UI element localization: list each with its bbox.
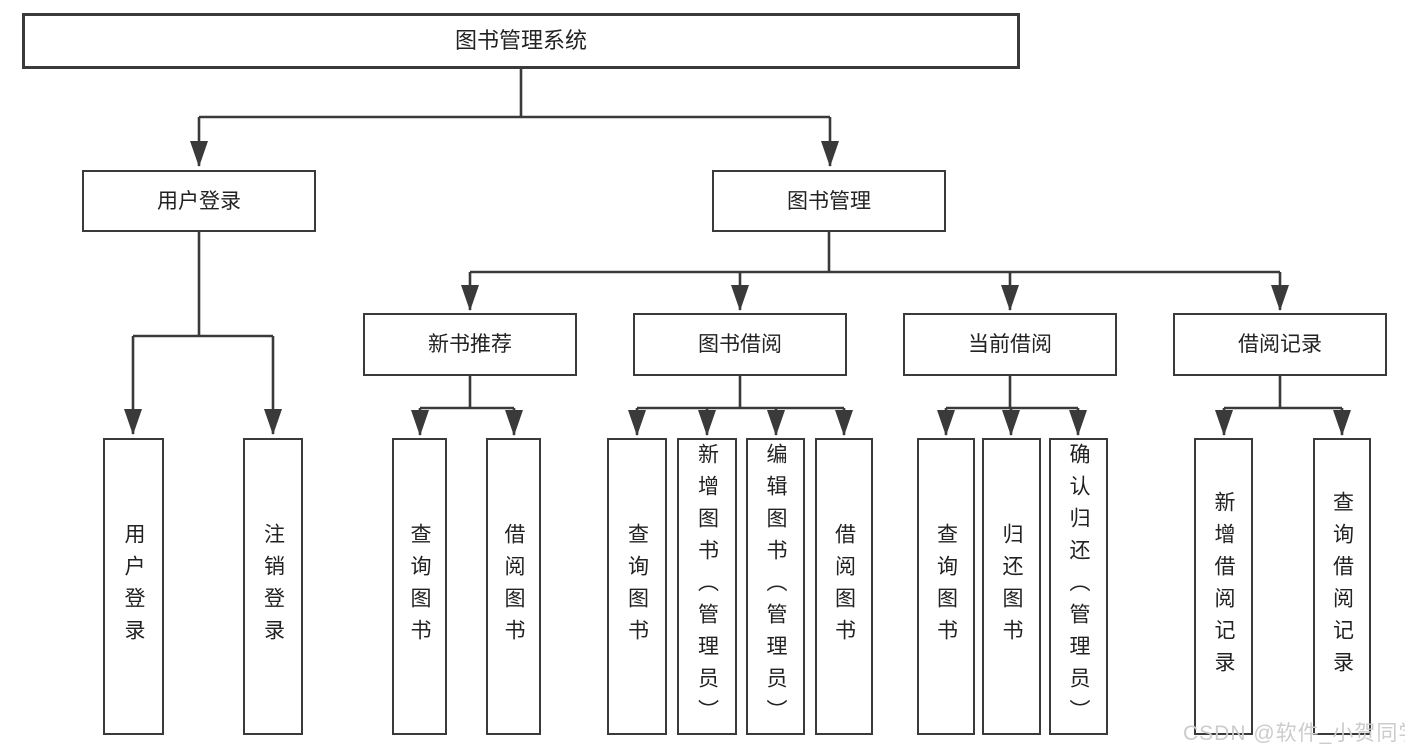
edges-book-management-children bbox=[461, 232, 1289, 311]
leaf-borrow-edit-book-admin: 编辑图书（管理员） bbox=[746, 438, 805, 735]
leaf-borrow-borrow-book: 借阅图书 bbox=[815, 438, 873, 735]
watermark-text: CSDN @软件_小贺同学 bbox=[1183, 722, 1405, 745]
leaf-logout: 注销登录 bbox=[243, 438, 303, 735]
edges-borrow-record-children bbox=[1215, 376, 1351, 436]
node-current-borrow: 当前借阅 bbox=[903, 313, 1117, 376]
node-book-borrow: 图书借阅 bbox=[633, 313, 847, 376]
leaf-recommend-query-book: 查询图书 bbox=[392, 438, 447, 735]
node-new-book-recommend: 新书推荐 bbox=[363, 313, 577, 376]
leaf-borrow-add-book-admin: 新增图书（管理员） bbox=[677, 438, 737, 735]
leaf-current-query-book: 查询图书 bbox=[917, 438, 975, 735]
node-borrow-record: 借阅记录 bbox=[1173, 313, 1387, 376]
leaf-recommend-borrow-book: 借阅图书 bbox=[486, 438, 541, 735]
leaf-borrow-query-book: 查询图书 bbox=[607, 438, 667, 735]
node-root-library-system: 图书管理系统 bbox=[22, 13, 1020, 69]
edges-user-login-children bbox=[124, 232, 282, 435]
leaf-current-return-book: 归还图书 bbox=[982, 438, 1041, 735]
leaf-user-login: 用户登录 bbox=[103, 438, 164, 735]
node-user-login: 用户登录 bbox=[82, 170, 316, 232]
leaf-current-confirm-return-admin: 确认归还（管理员） bbox=[1049, 438, 1108, 735]
edges-current-borrow-children bbox=[937, 376, 1087, 436]
edges-root-to-level2 bbox=[190, 69, 839, 167]
edges-new-book-children bbox=[411, 376, 523, 436]
leaf-record-add-record: 新增借阅记录 bbox=[1194, 438, 1253, 735]
leaf-record-query-record: 查询借阅记录 bbox=[1313, 438, 1371, 735]
node-book-management: 图书管理 bbox=[712, 170, 946, 232]
edges-book-borrow-children bbox=[628, 376, 853, 436]
